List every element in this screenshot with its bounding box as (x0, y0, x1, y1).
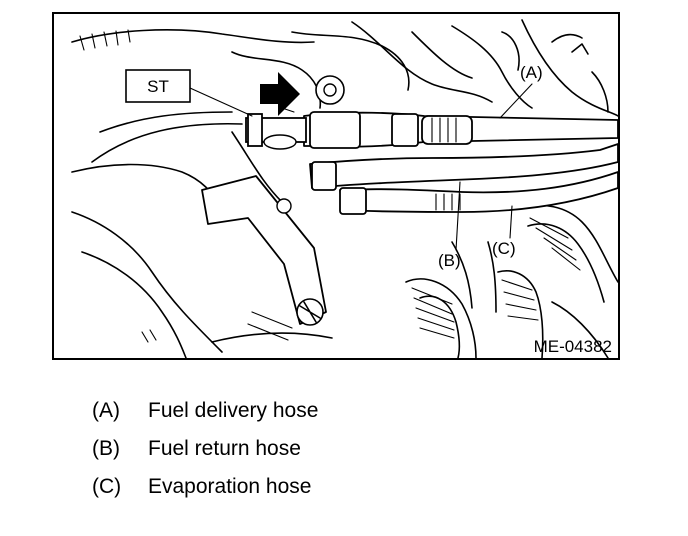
legend-text: Fuel return hose (148, 437, 301, 460)
legend-item: (B) Fuel return hose (92, 430, 318, 468)
callout-c: (C) (492, 239, 516, 258)
legend-item: (A) Fuel delivery hose (92, 392, 318, 430)
st-label-box (125, 69, 191, 103)
engine-hose-illustration: ST (A) (B) (C) ME-04382 (52, 12, 620, 360)
hose-bracket (201, 175, 327, 326)
direction-arrow-icon (260, 72, 345, 116)
legend-item: (C) Evaporation hose (92, 468, 318, 506)
fuel-delivery-hose (303, 111, 619, 149)
figure-code: ME-04382 (534, 337, 612, 356)
callout-c-leader (509, 205, 513, 239)
legend-text: Fuel delivery hose (148, 399, 319, 422)
legend-key: (A) (92, 399, 120, 422)
callout-a-leader (499, 83, 533, 119)
evaporation-hose (339, 171, 619, 215)
legend-key: (B) (92, 437, 120, 460)
st-leader-line (189, 87, 253, 117)
callout-b: (B) (438, 251, 461, 270)
special-tool (245, 113, 307, 150)
fuel-return-hose (309, 143, 619, 191)
engine-background (71, 19, 619, 359)
st-label: ST (147, 77, 169, 96)
legend-text: Evaporation hose (148, 475, 312, 498)
hose-legend: (A) Fuel delivery hose (B) Fuel return h… (92, 392, 318, 506)
callout-b-leader (455, 181, 461, 251)
callout-a: (A) (520, 63, 543, 82)
legend-key: (C) (92, 475, 122, 498)
